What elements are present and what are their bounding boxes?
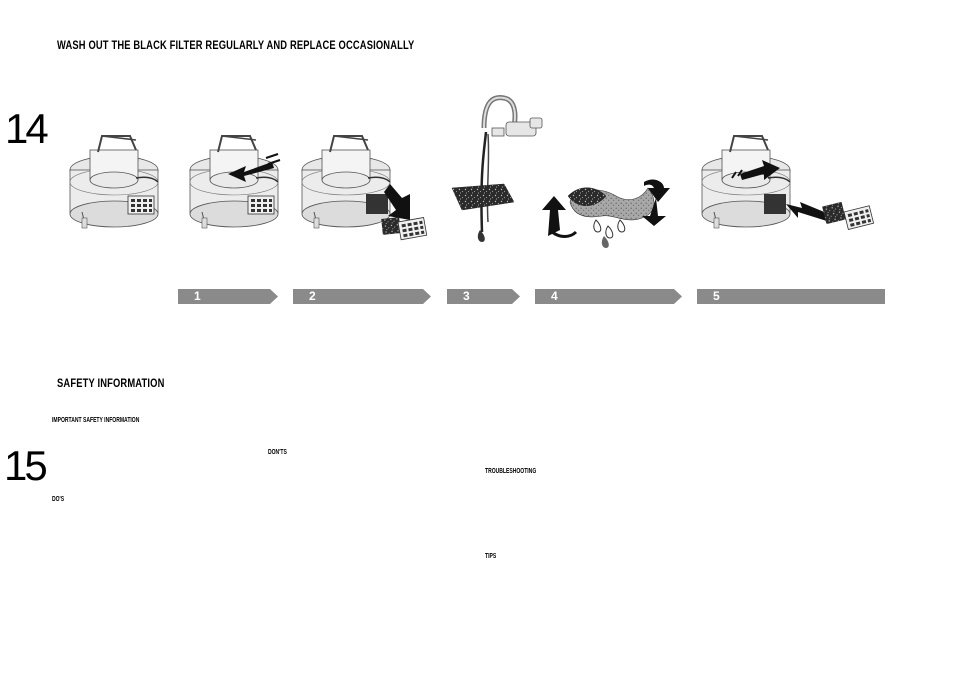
step-2-bar: 2 [293, 289, 431, 304]
section-15-number: 15 [4, 442, 48, 489]
step-3-bar: 3 [447, 289, 520, 304]
step-2-label: 2 [309, 289, 316, 303]
donts-heading: DON'TS [268, 449, 287, 456]
troubleshooting-heading: TROUBLESHOOTING [485, 468, 537, 475]
section-14-title: WASH OUT THE BLACK FILTER REGULARLY AND … [57, 38, 415, 52]
step-5-bar: 5 [697, 289, 885, 304]
step-3-label: 3 [463, 289, 470, 303]
filter-illustrations [69, 95, 875, 248]
section-15-title: SAFETY INFORMATION [57, 376, 165, 390]
step-5-label: 5 [713, 289, 720, 303]
step-4-bar: 4 [535, 289, 682, 304]
section-14-number: 14 [5, 105, 49, 152]
tips-heading: TIPS [485, 553, 497, 560]
dos-heading: DO'S [52, 496, 65, 503]
step-4-label: 4 [551, 289, 558, 303]
important-safety-heading: IMPORTANT SAFETY INFORMATION [52, 417, 140, 424]
step-1-label: 1 [194, 289, 201, 303]
step-1-bar: 1 [178, 289, 278, 304]
